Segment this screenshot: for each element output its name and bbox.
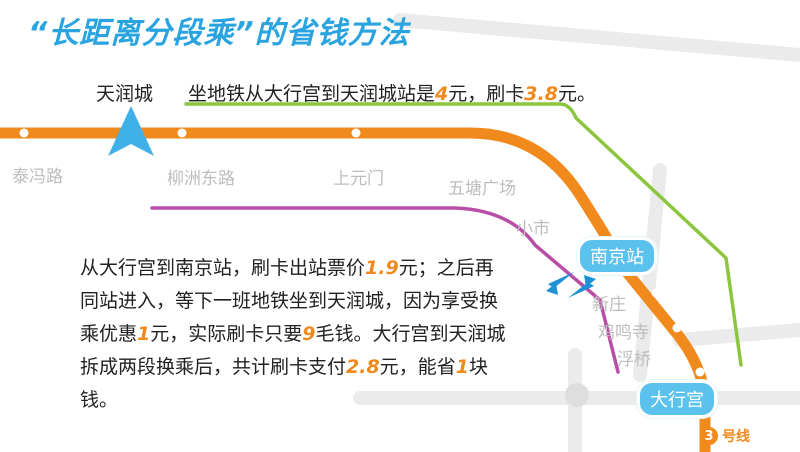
cash-price: 4 bbox=[435, 83, 449, 105]
station-dot bbox=[651, 288, 661, 298]
station-dot bbox=[177, 128, 187, 138]
station-dot bbox=[507, 149, 517, 159]
tianrun-station-label: 天润城 bbox=[96, 83, 154, 105]
para-text-1: 从大行宫到南京站，刷卡出站票价 bbox=[80, 257, 366, 279]
card-price: 3.8 bbox=[524, 83, 558, 105]
para-text-3: 元，实际刷卡只要 bbox=[150, 323, 303, 345]
para-text-6: 块钱。 bbox=[80, 356, 488, 411]
para-text-2: 元；之后再同站进入，等下一班地铁坐到天润城，因为享受换乘优惠 bbox=[80, 257, 499, 345]
station-label-liuzhou-east: 柳洲东路 bbox=[167, 169, 235, 189]
station-dot bbox=[351, 128, 361, 138]
fare-text-3: 元。 bbox=[557, 83, 596, 105]
para-num-1: 1.9 bbox=[365, 257, 399, 279]
line-3-badge: 3 号线 bbox=[700, 426, 750, 446]
station-label-xinzhuang: 新庄 bbox=[592, 295, 626, 315]
station-dot bbox=[695, 367, 705, 377]
page-title: “长距离分段乘”的省钱方法 bbox=[28, 16, 410, 51]
line-number-badge: 3 bbox=[700, 427, 718, 445]
station-label-fuqiao: 浮桥 bbox=[617, 350, 651, 370]
route-line-green bbox=[184, 102, 743, 367]
para-text-5: 元，能省 bbox=[379, 356, 456, 378]
para-num-3: 9 bbox=[302, 323, 316, 345]
station-bubble-daxinggong: 大行宫 bbox=[637, 380, 717, 418]
station-label-wutang: 五塘广场 bbox=[448, 179, 516, 199]
station-dots bbox=[19, 128, 705, 377]
location-arrow-icon bbox=[108, 106, 154, 156]
station-label-xiaoshi: 小市 bbox=[516, 219, 550, 239]
transfer-arrows-icon bbox=[546, 272, 596, 298]
station-label-shangyuanmen: 上元门 bbox=[333, 169, 384, 189]
station-dot bbox=[19, 128, 29, 138]
station-label-jimingsi: 鸡鸣寺 bbox=[598, 323, 649, 343]
line-label: 号线 bbox=[722, 429, 750, 445]
station-dot bbox=[562, 207, 572, 217]
para-num-5: 1 bbox=[455, 356, 469, 378]
station-dot bbox=[672, 323, 682, 333]
station-label-taifeng: 泰冯路 bbox=[12, 167, 63, 187]
para-num-2: 1 bbox=[137, 323, 151, 345]
road-junction bbox=[565, 383, 589, 407]
fare-text-2: 元，刷卡 bbox=[448, 83, 525, 105]
station-bubble-nanjing: 南京站 bbox=[577, 237, 657, 275]
route-line-purple bbox=[150, 206, 620, 374]
explanation-paragraph: 从大行宫到南京站，刷卡出站票价1.9元；之后再同站进入，等下一班地铁坐到天润城，… bbox=[80, 252, 510, 417]
para-text-4: 毛钱。大行宫到天润城拆成两段换乘后，共计刷卡支付 bbox=[80, 323, 506, 378]
fare-text-1: 坐地铁从大行宫到天润城站是 bbox=[188, 83, 436, 105]
para-num-4: 2.8 bbox=[346, 356, 380, 378]
fare-statement: 坐地铁从大行宫到天润城站是4元，刷卡3.8元。 bbox=[188, 79, 596, 106]
